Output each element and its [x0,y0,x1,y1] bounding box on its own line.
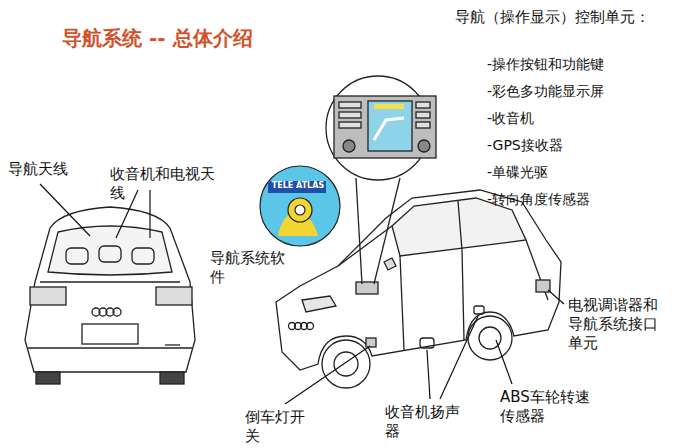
leader-lines [285,290,564,404]
leader-lines [40,184,150,238]
feature-item: -收音机 [487,110,667,128]
part-label: 导航天线 [8,160,78,179]
feature-item: -转向角度传感器 [487,191,667,209]
feature-item: -单碟光驱 [487,164,667,182]
rear-car [25,207,195,384]
part-label: 电视调谐器和导航系统接口单元 [568,296,663,352]
part-label: 倒车灯开关 [245,408,311,446]
feature-item: -操作按钮和功能键 [487,56,667,74]
feature-item: -彩色多功能显示屏 [487,83,667,101]
part-label: ABS车轮转速传感器 [500,388,596,426]
head-unit-zoom [326,76,436,284]
software-disc [260,166,340,246]
brand-text: TELE ATLAS [271,182,325,191]
unit-heading: 导航（操作显示）控制单元： [455,8,670,27]
diagram-title: 导航系统 -- 总体介绍 [62,26,253,51]
part-label: 收音机扬声器 [385,403,465,441]
feature-item: -GPS接收器 [487,137,667,155]
part-label: 收音机和电视天线 [110,165,222,203]
part-label: 导航系统软件 [210,249,290,287]
